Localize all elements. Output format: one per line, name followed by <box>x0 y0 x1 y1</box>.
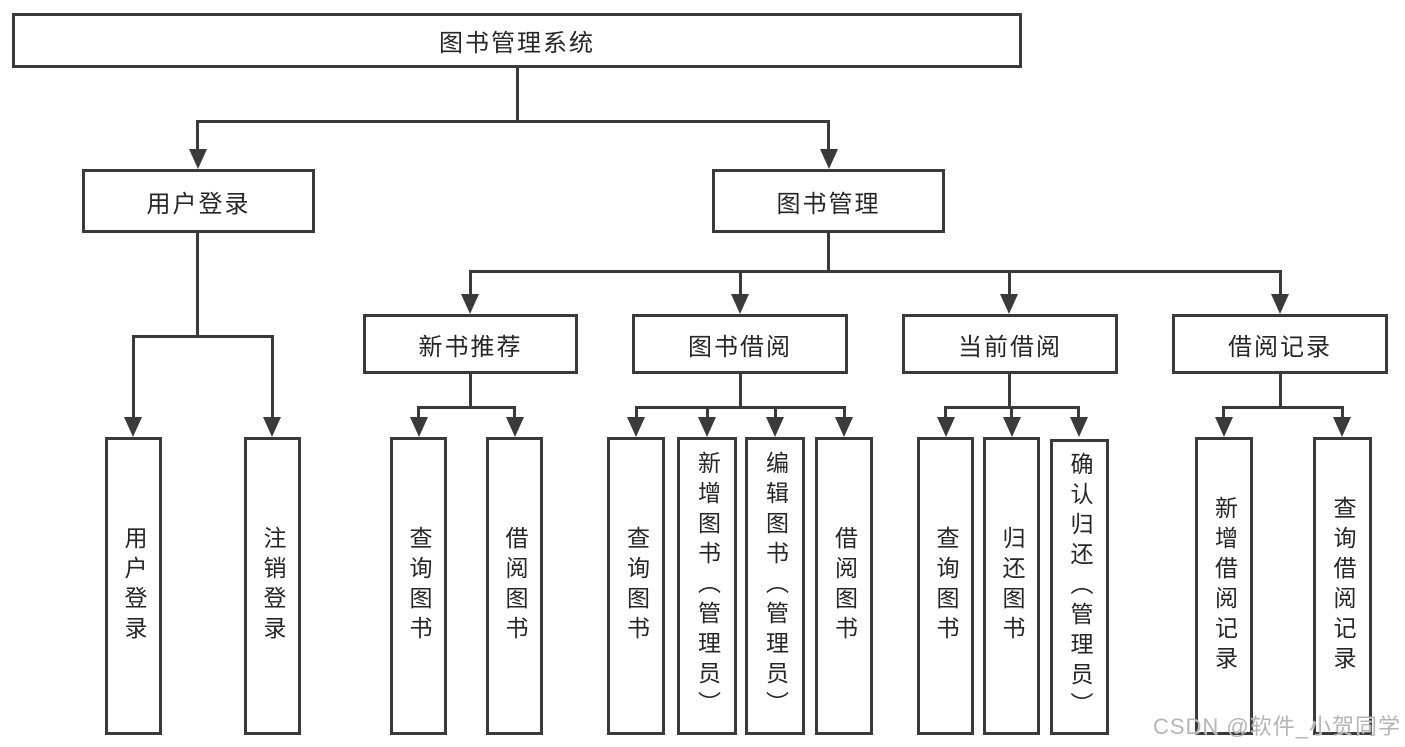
connector-leaf-stub <box>944 406 947 419</box>
node-current-borrow: 当前借阅 <box>902 314 1118 374</box>
connector-leaf-stub <box>1010 406 1013 419</box>
leaf-add-books-admin: 新增图书（管理员） <box>677 437 737 735</box>
leaf-query-books-recommend: 查询图书 <box>390 437 447 735</box>
connector-borrow-records-rail <box>1222 406 1343 409</box>
connector-user-login-rail <box>132 335 274 338</box>
leaf-query-books-borrow: 查询图书 <box>607 437 665 735</box>
arrow-down-icon <box>263 417 281 437</box>
connector-leaf-stub <box>417 406 420 419</box>
node-borrow-records: 借阅记录 <box>1172 314 1388 374</box>
leaf-borrow-books: 借阅图书 <box>815 437 873 735</box>
connector-leaf-stub <box>1341 406 1344 419</box>
leaf-query-books-current: 查询图书 <box>917 437 974 735</box>
leaf-query-borrow-record-label: 查询借阅记录 <box>1330 496 1356 676</box>
connector-level2-rail <box>196 120 830 123</box>
arrow-down-icon <box>1000 294 1018 314</box>
leaf-return-books: 归还图书 <box>983 437 1040 735</box>
connector-leaf-stub <box>1077 406 1080 419</box>
arrow-down-icon <box>461 294 479 314</box>
connector-root-drop <box>516 67 519 123</box>
arrow-down-icon <box>698 417 716 437</box>
node-current-borrow-label: 当前借阅 <box>958 333 1062 361</box>
leaf-return-books-label: 归还图书 <box>999 526 1025 646</box>
connector-l3-stub <box>1279 270 1282 296</box>
connector-leaf-stub <box>706 406 709 419</box>
arrow-down-icon <box>731 294 749 314</box>
arrow-down-icon <box>835 417 853 437</box>
connector-new-book-drop <box>469 374 472 409</box>
connector-book-borrow-drop <box>739 374 742 409</box>
arrow-down-icon <box>506 417 524 437</box>
watermark: CSDN @软件_小贺同学 <box>1152 714 1401 739</box>
connector-l3-stub <box>469 270 472 296</box>
connector-user-login-drop <box>196 233 199 338</box>
node-user-login-label: 用户登录 <box>146 190 251 218</box>
node-book-borrow: 图书借阅 <box>632 314 848 374</box>
node-book-management: 图书管理 <box>712 169 945 233</box>
connector-user-login-stub <box>196 120 199 151</box>
arrow-down-icon <box>820 149 838 169</box>
node-root: 图书管理系统 <box>12 13 1022 68</box>
arrow-down-icon <box>937 417 955 437</box>
connector-leaf-stub <box>1222 406 1225 419</box>
leaf-logout-label: 注销登录 <box>260 526 286 646</box>
leaf-confirm-return-admin-label: 确认归还（管理员） <box>1067 452 1093 722</box>
connector-book-mgmt-drop <box>827 233 830 272</box>
arrow-down-icon <box>189 149 207 169</box>
arrow-down-icon <box>410 417 428 437</box>
leaf-query-books-recommend-label: 查询图书 <box>406 526 432 646</box>
node-user-login: 用户登录 <box>82 169 315 233</box>
node-book-borrow-label: 图书借阅 <box>688 333 792 361</box>
leaf-borrow-books-recommend: 借阅图书 <box>486 437 543 735</box>
leaf-logout: 注销登录 <box>244 437 301 735</box>
leaf-add-borrow-record-label: 新增借阅记录 <box>1211 496 1238 676</box>
arrow-down-icon <box>1271 294 1289 314</box>
connector-leaf-stub <box>271 335 274 419</box>
connector-leaf-stub <box>513 406 516 419</box>
arrow-down-icon <box>1070 417 1088 437</box>
connector-leaf-stub <box>774 406 777 419</box>
leaf-query-borrow-record: 查询借阅记录 <box>1313 437 1372 735</box>
node-new-book-recommend: 新书推荐 <box>363 314 578 374</box>
leaf-query-books-current-label: 查询图书 <box>933 526 959 646</box>
connector-level3-rail <box>469 270 1281 273</box>
leaf-borrow-books-label: 借阅图书 <box>831 526 858 646</box>
connector-leaf-stub <box>132 335 135 419</box>
leaf-add-borrow-record: 新增借阅记录 <box>1195 437 1253 735</box>
node-new-book-recommend-label: 新书推荐 <box>418 333 523 361</box>
leaf-edit-books-admin-label: 编辑图书（管理员） <box>762 451 789 721</box>
arrow-down-icon <box>627 417 645 437</box>
leaf-query-books-borrow-label: 查询图书 <box>623 526 650 646</box>
leaf-confirm-return-admin: 确认归还（管理员） <box>1050 439 1109 735</box>
node-root-label: 图书管理系统 <box>439 30 595 57</box>
leaf-borrow-books-recommend-label: 借阅图书 <box>502 526 528 646</box>
leaf-user-login-label: 用户登录 <box>121 526 147 646</box>
node-book-management-label: 图书管理 <box>776 190 881 218</box>
connector-current-borrow-drop <box>1008 374 1011 409</box>
leaf-user-login: 用户登录 <box>105 437 162 735</box>
arrow-down-icon <box>766 417 784 437</box>
arrow-down-icon <box>1215 417 1233 437</box>
connector-book-borrow-rail <box>635 406 845 409</box>
connector-leaf-stub <box>635 406 638 419</box>
connector-book-mgmt-stub <box>827 120 830 151</box>
connector-borrow-records-drop <box>1279 374 1282 409</box>
arrow-down-icon <box>1333 417 1351 437</box>
connector-new-book-rail <box>417 406 516 409</box>
arrow-down-icon <box>124 417 142 437</box>
node-borrow-records-label: 借阅记录 <box>1228 333 1332 361</box>
connector-l3-stub <box>1008 270 1011 296</box>
connector-leaf-stub <box>843 406 846 419</box>
connector-l3-stub <box>739 270 742 296</box>
leaf-edit-books-admin: 编辑图书（管理员） <box>745 437 805 735</box>
leaf-add-books-admin-label: 新增图书（管理员） <box>694 451 721 721</box>
arrow-down-icon <box>1003 417 1021 437</box>
